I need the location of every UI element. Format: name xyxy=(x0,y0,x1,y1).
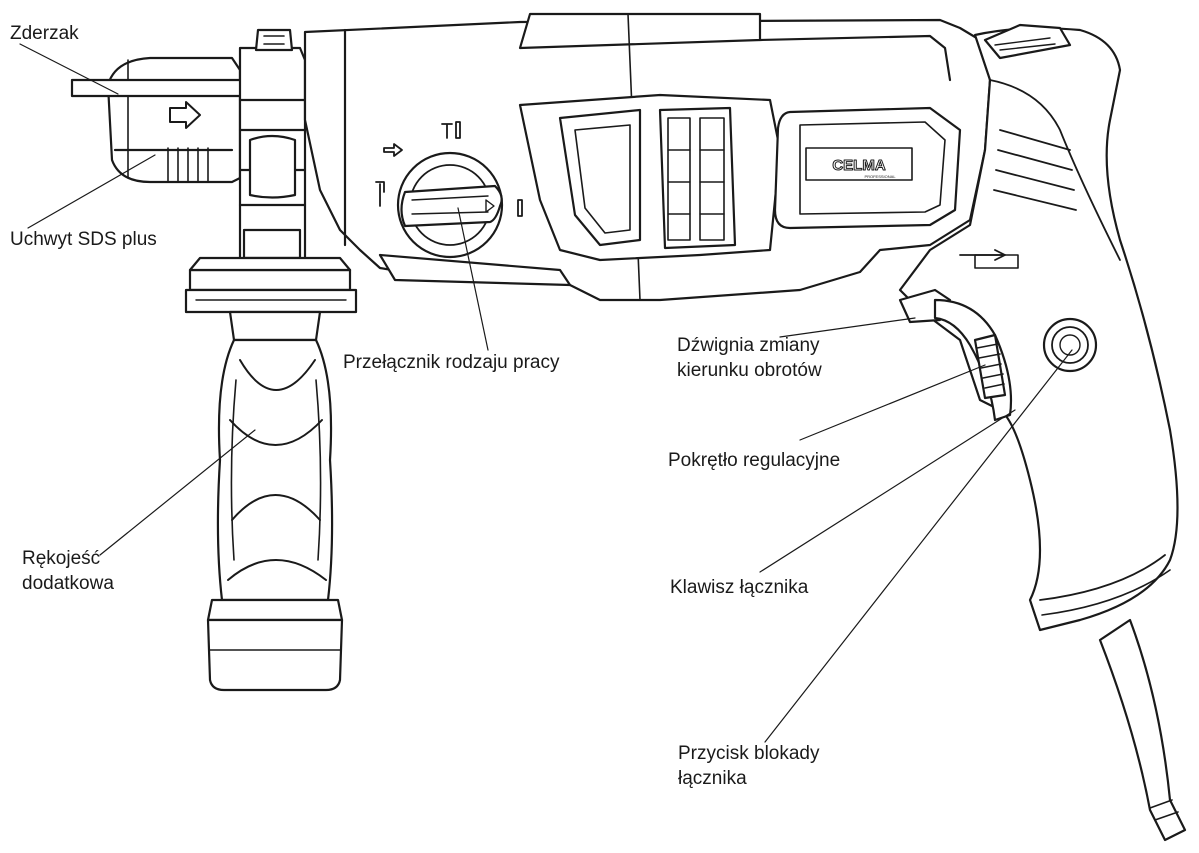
label-uchwyt-line: Uchwyt SDS plus xyxy=(10,229,157,250)
label-przelacznik: Przełącznik rodzaju pracy xyxy=(343,350,559,375)
label-pokretlo: Pokrętło regulacyjne xyxy=(668,448,840,473)
leader-klawisz xyxy=(759,409,1016,573)
label-rekojesc: Rękojeść dodatkowa xyxy=(22,546,114,596)
leader-pokretlo xyxy=(799,364,986,441)
label-rekojesc-line-1: Rękojeść xyxy=(22,548,101,569)
label-zderzak-line: Zderzak xyxy=(10,23,79,44)
auxiliary-handle xyxy=(184,256,358,692)
mode-selector-dial xyxy=(396,151,504,259)
leader-lines xyxy=(19,43,1073,743)
label-dzwignia: Dźwignia zmiany kierunku obrotów xyxy=(677,333,822,383)
brand-name: CELMA xyxy=(832,157,885,174)
chuck xyxy=(106,56,242,184)
housing xyxy=(303,12,992,302)
label-przycisk-line-2: łącznika xyxy=(678,768,747,789)
label-dzwignia-line-1: Dźwignia zmiany xyxy=(677,335,820,356)
adjustment-wheel xyxy=(973,333,1007,400)
label-zderzak: Zderzak xyxy=(10,21,79,46)
leader-przycisk xyxy=(764,349,1073,743)
leader-rekojesc xyxy=(99,429,256,556)
leader-przelacznik xyxy=(457,207,489,351)
rear-handle xyxy=(898,23,1179,632)
power-cable xyxy=(1098,618,1187,842)
lock-button xyxy=(1042,317,1098,373)
label-pokretlo-line: Pokrętło regulacyjne xyxy=(668,450,841,471)
label-przelacznik-line: Przełącznik rodzaju pracy xyxy=(343,352,560,373)
label-przycisk: Przycisk blokady łącznika xyxy=(678,741,820,791)
leader-uchwyt xyxy=(27,154,156,229)
brand-subtitle: PROFESSIONAL xyxy=(864,174,896,179)
label-dzwignia-line-2: kierunku obrotów xyxy=(677,360,822,381)
label-klawisz-line: Klawisz łącznika xyxy=(670,577,809,598)
brand-plate xyxy=(805,147,913,181)
label-klawisz: Klawisz łącznika xyxy=(670,575,808,600)
label-uchwyt-sds: Uchwyt SDS plus xyxy=(10,227,157,252)
label-rekojesc-line-2: dodatkowa xyxy=(22,573,114,594)
label-przycisk-line-1: Przycisk blokady xyxy=(678,743,820,764)
mode-icons xyxy=(375,121,523,217)
leader-dzwignia xyxy=(779,317,916,338)
collar xyxy=(238,28,307,292)
leader-zderzak xyxy=(19,43,119,95)
